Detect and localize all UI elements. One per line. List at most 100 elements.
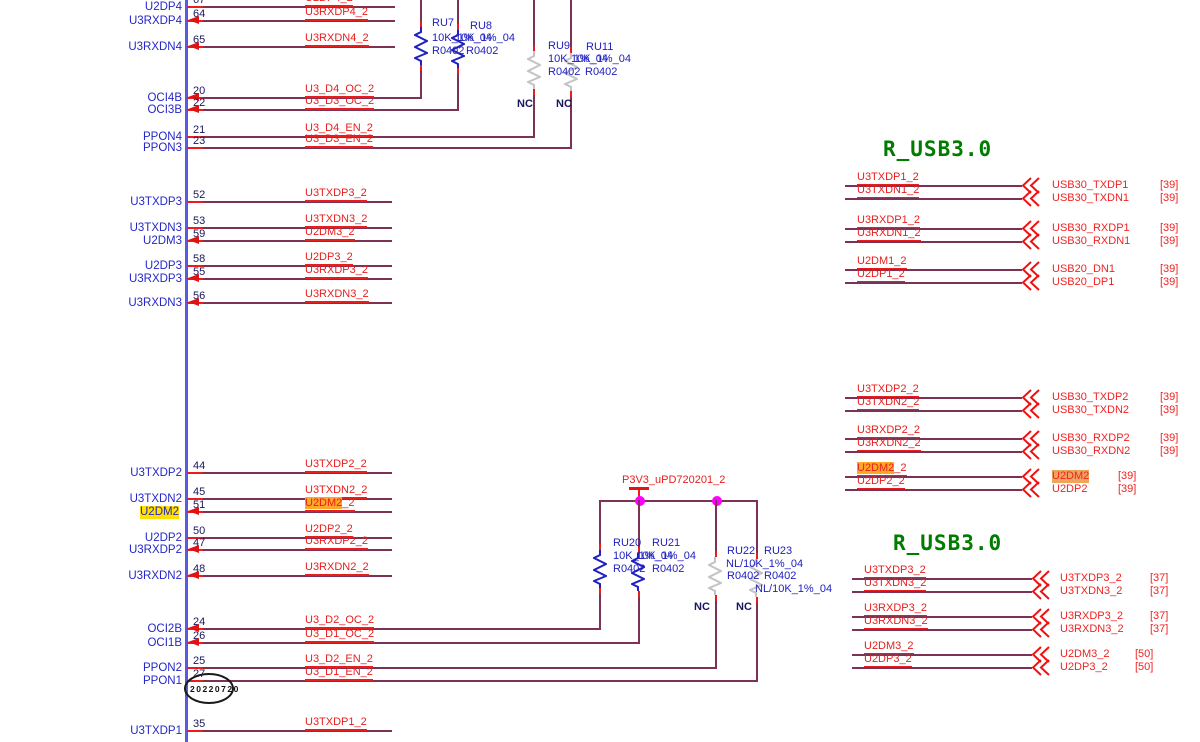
wire[interactable] xyxy=(187,549,392,551)
net-label[interactable]: U3RXDN2_2 xyxy=(305,561,369,576)
footprint[interactable]: R0402 xyxy=(432,45,465,57)
resistor-value[interactable]: 10K_1%_04 xyxy=(636,550,696,562)
pin-name[interactable]: PPON3 xyxy=(143,142,182,154)
offpage-connector-icon[interactable] xyxy=(1032,659,1050,676)
wire[interactable] xyxy=(187,97,422,99)
offpage-connector-icon[interactable] xyxy=(1022,220,1040,237)
offpage-net[interactable]: U3RXDN3_2 xyxy=(1060,623,1124,635)
offpage-connector-icon[interactable] xyxy=(1032,646,1050,663)
net-label[interactable]: U3RXDN2_2 xyxy=(857,437,921,452)
offpage-net[interactable]: U3TXDN3_2 xyxy=(1060,585,1123,597)
resistor-RU20[interactable] xyxy=(591,550,609,588)
footprint[interactable]: R0402 xyxy=(727,570,760,582)
offpage-connector-icon[interactable] xyxy=(1022,389,1040,406)
wire[interactable] xyxy=(187,575,392,577)
wire[interactable] xyxy=(845,438,1022,440)
pin-name[interactable]: U3TXDP2 xyxy=(130,467,182,479)
wire[interactable] xyxy=(852,578,1032,580)
pin-name[interactable]: U2DP4 xyxy=(144,1,182,13)
net-label[interactable]: U2DP2_2 xyxy=(305,523,353,538)
wire[interactable] xyxy=(845,397,1022,399)
net-label[interactable]: U3RXDN3_2 xyxy=(305,288,369,303)
offpage-net[interactable]: USB30_RXDP1 xyxy=(1052,222,1130,234)
offpage-net[interactable]: U3TXDP3_2 xyxy=(1060,572,1122,584)
pin-name[interactable]: U3TXDP3 xyxy=(130,196,182,208)
wire[interactable] xyxy=(187,472,392,474)
pin-name[interactable]: U3RXDP2 xyxy=(128,544,182,556)
net-label[interactable]: U3_D2_EN_2 xyxy=(305,653,373,668)
offpage-net[interactable]: USB20_DP1 xyxy=(1052,276,1115,288)
wire[interactable] xyxy=(845,489,1022,491)
resistor-RU9-nc[interactable] xyxy=(525,51,543,89)
offpage-connector-icon[interactable] xyxy=(1022,468,1040,485)
net-label[interactable]: U3TXDP1_2 xyxy=(305,716,367,731)
net-label[interactable]: U2DP3_2 xyxy=(864,653,912,668)
wire[interactable] xyxy=(852,654,1032,656)
wire[interactable] xyxy=(187,498,392,500)
net-label[interactable]: U3_D2_OC_2 xyxy=(305,614,375,629)
pin-name[interactable]: U3TXDN3 xyxy=(129,222,182,234)
wire[interactable] xyxy=(187,227,392,229)
ref-des[interactable]: RU22 xyxy=(727,545,756,557)
wire[interactable] xyxy=(187,628,601,630)
net-label[interactable]: U3RXDP2_2 xyxy=(305,535,368,550)
wire[interactable] xyxy=(852,629,1032,631)
wire[interactable] xyxy=(187,642,640,644)
resistor-value[interactable]: 10K_1%_04 xyxy=(432,32,492,44)
offpage-net[interactable]: USB30_RXDN1 xyxy=(1052,235,1131,247)
offpage-connector-icon[interactable] xyxy=(1032,608,1050,625)
net-label[interactable]: U3TXDN2_2 xyxy=(857,396,920,411)
net-label[interactable]: U3_D1_EN_2 xyxy=(305,666,373,681)
ref-des[interactable]: RU20 xyxy=(613,537,642,549)
pin-name-highlighted[interactable]: U2DM2 xyxy=(140,506,179,519)
wire[interactable] xyxy=(852,667,1032,669)
pin-name[interactable]: PPON2 xyxy=(143,662,182,674)
offpage-connector-icon[interactable] xyxy=(1022,261,1040,278)
offpage-connector-icon[interactable] xyxy=(1032,621,1050,638)
wire[interactable] xyxy=(845,451,1022,453)
offpage-connector-icon[interactable] xyxy=(1022,190,1040,207)
net-label[interactable]: U3RXDN4_2 xyxy=(305,32,369,47)
net-label[interactable]: U3RXDP4_2 xyxy=(305,6,368,21)
ref-des[interactable]: RU7 xyxy=(432,17,455,29)
offpage-net[interactable]: USB30_TXDN2 xyxy=(1052,404,1130,416)
pin-name[interactable]: U3RXDP3 xyxy=(128,273,182,285)
resistor-value[interactable]: NL/10K_1%_04 xyxy=(726,558,804,570)
offpage-connector-icon[interactable] xyxy=(1032,570,1050,587)
wire[interactable] xyxy=(599,500,758,502)
net-label[interactable]: U3_D4_EN_2 xyxy=(305,122,373,137)
net-label[interactable]: U2DP1_2 xyxy=(857,268,905,283)
resistor-RU21[interactable] xyxy=(629,553,647,591)
wire[interactable] xyxy=(187,667,717,669)
net-label[interactable]: U3_D1_OC_2 xyxy=(305,628,375,643)
net-label[interactable]: U3TXDN1_2 xyxy=(857,184,920,199)
resistor-RU8[interactable] xyxy=(449,30,467,68)
footprint[interactable]: R0402 xyxy=(466,45,499,57)
pin-name[interactable]: U3RXDN2 xyxy=(128,570,182,582)
offpage-net[interactable]: USB20_DN1 xyxy=(1052,263,1115,275)
ref-des[interactable]: RU11 xyxy=(586,41,614,53)
offpage-net[interactable]: U2DM3_2 xyxy=(1060,648,1110,660)
wire[interactable] xyxy=(187,20,395,22)
pin-name[interactable]: OCI4B xyxy=(147,92,182,104)
footprint[interactable]: R0402 xyxy=(585,66,618,78)
wire[interactable] xyxy=(845,185,1022,187)
pin-name[interactable]: U3TXDP1 xyxy=(130,725,182,737)
net-label[interactable]: U3RXDP3_2 xyxy=(305,264,368,279)
ref-des[interactable]: RU23 xyxy=(764,545,793,557)
offpage-net[interactable]: U2DP2 xyxy=(1052,483,1088,495)
footprint[interactable]: R0402 xyxy=(764,570,797,582)
wire[interactable] xyxy=(845,269,1022,271)
wire[interactable] xyxy=(187,302,392,304)
pin-name[interactable]: U3RXDP4 xyxy=(128,15,182,27)
offpage-net-highlighted[interactable]: U2DM2 xyxy=(1052,470,1090,483)
net-label[interactable]: U2DM3_2 xyxy=(305,226,355,241)
offpage-connector-icon[interactable] xyxy=(1022,481,1040,498)
wire[interactable] xyxy=(187,265,392,267)
net-label[interactable]: U2DP4_2 xyxy=(305,0,353,7)
footprint[interactable]: R0402 xyxy=(548,66,581,78)
wire[interactable] xyxy=(187,109,459,111)
net-label[interactable]: U3_D4_OC_2 xyxy=(305,83,375,98)
resistor-value[interactable]: NL/10K_1%_04 xyxy=(755,583,833,595)
wire[interactable] xyxy=(187,147,572,149)
